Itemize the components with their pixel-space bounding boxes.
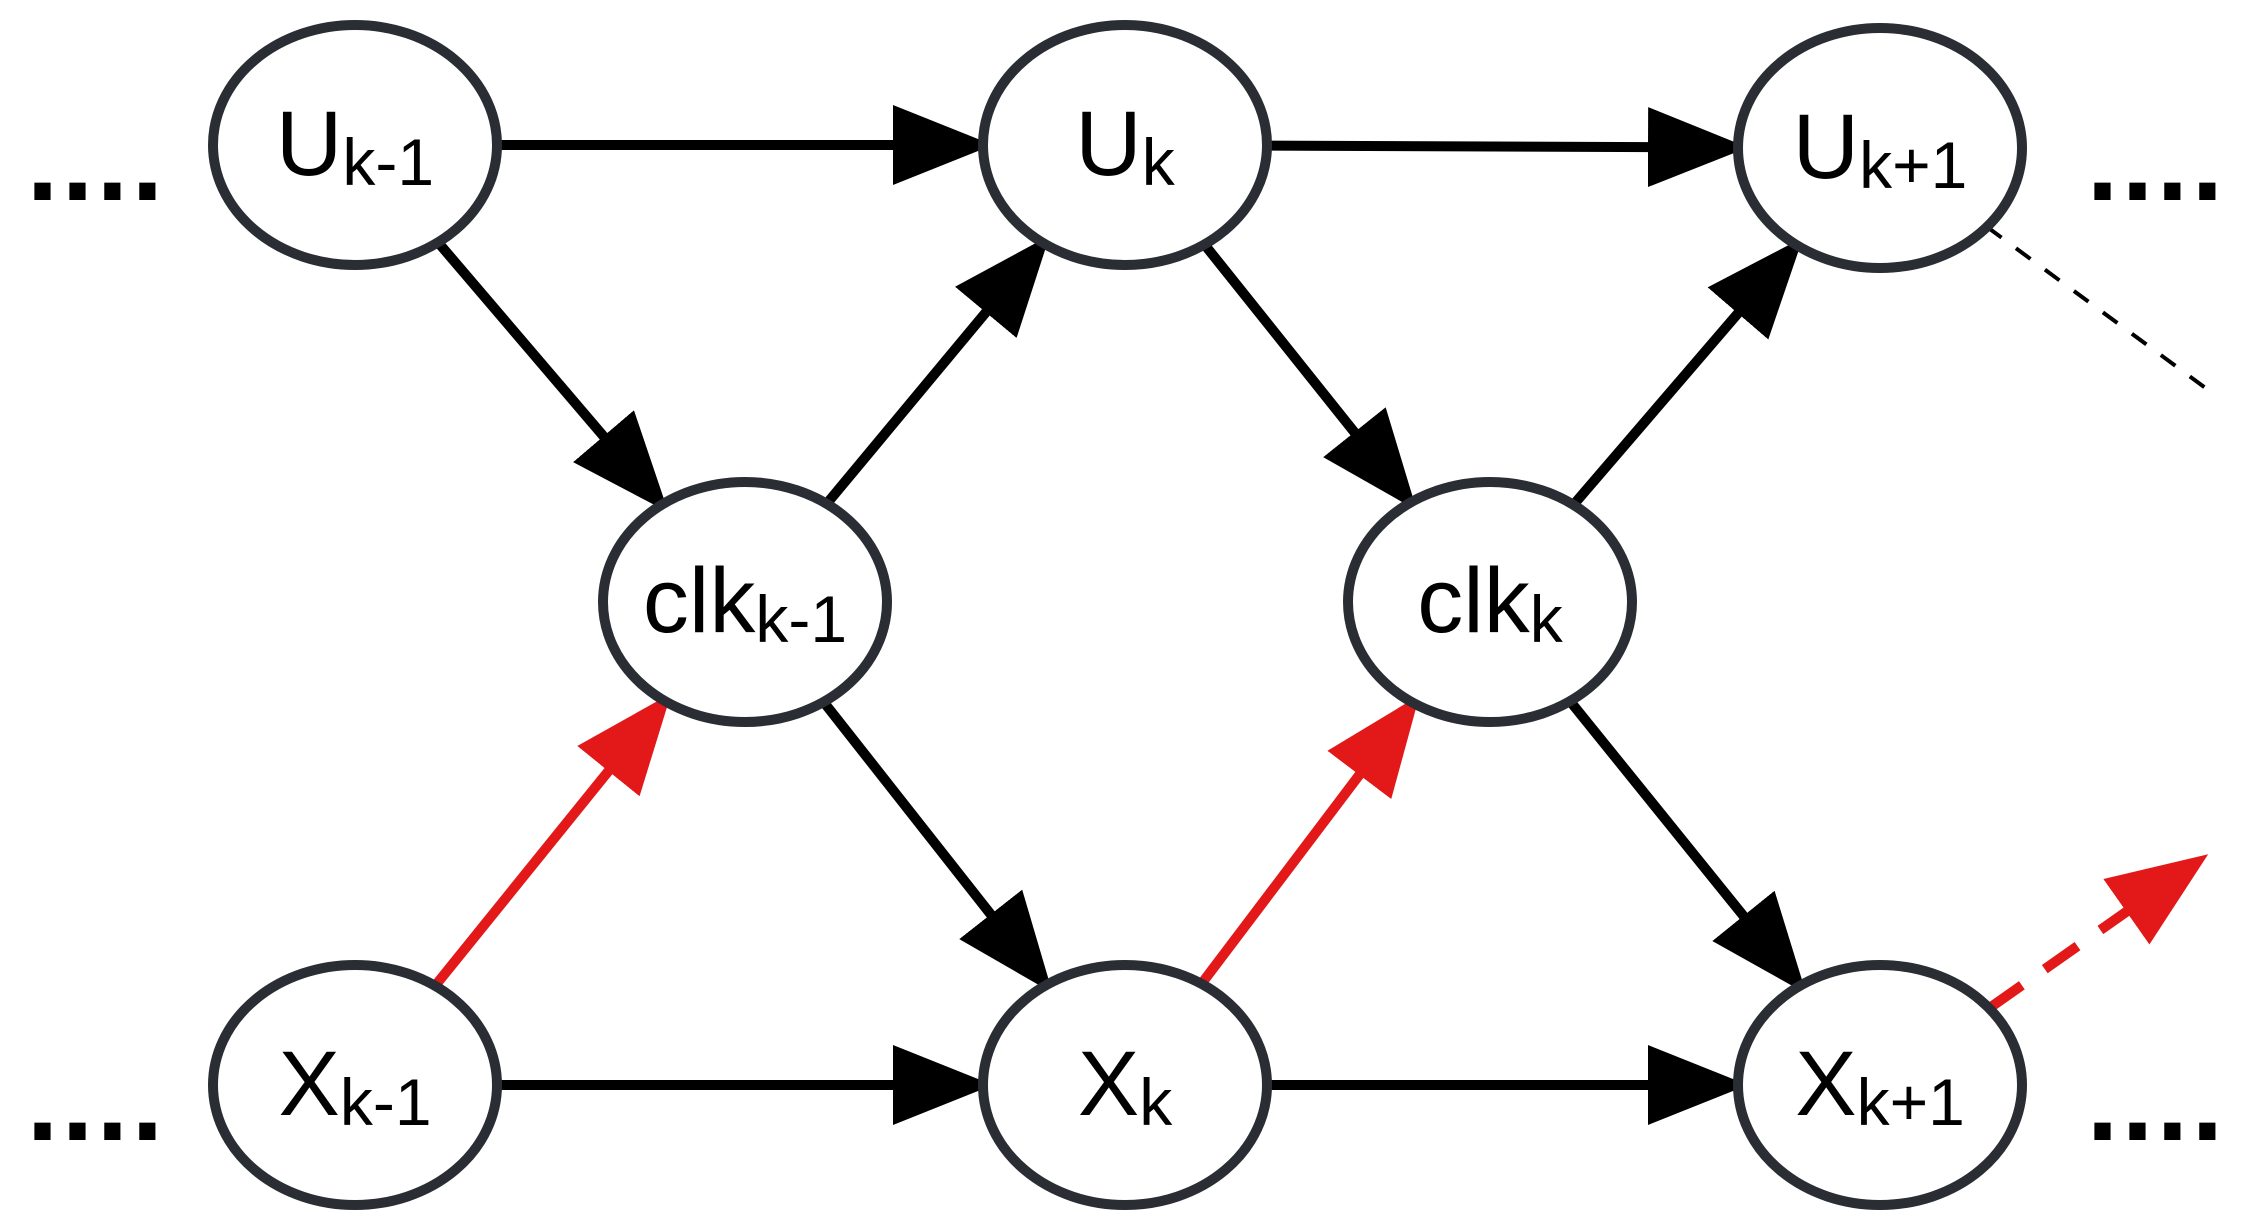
node-label-sub: k <box>1139 1065 1173 1139</box>
edge-x-k-to-clk-k <box>1197 695 1420 987</box>
node-ellipse <box>978 960 1272 1210</box>
node-ellipse <box>1343 477 1637 727</box>
node-clk-km1: clkk-1 <box>598 477 892 727</box>
node-label-main: U <box>276 93 342 195</box>
node-label-sub: k+1 <box>1857 1065 1965 1139</box>
node-label-main: clk <box>643 550 756 652</box>
edges <box>431 105 2217 1125</box>
node-ellipse <box>208 20 502 270</box>
node-label: clkk <box>1417 550 1563 656</box>
node-label: clkk-1 <box>643 550 847 656</box>
edge-x-km1-to-clk-km1 <box>431 693 672 990</box>
node-x-k: Xk <box>978 960 1272 1210</box>
node-ellipse <box>598 477 892 727</box>
ellipsis-top-left: .... <box>25 115 165 222</box>
edge-clk-k-to-x-kp1 <box>1566 697 1807 994</box>
node-label-sub: k-1 <box>755 582 847 656</box>
node-label: Uk-1 <box>276 93 434 199</box>
node-ellipse <box>1733 23 2027 273</box>
edge-clk-km1-to-u-k <box>822 235 1050 508</box>
node-label-sub: k-1 <box>342 125 434 199</box>
node-label: Xk-1 <box>278 1033 431 1139</box>
node-u-kp1: Uk+1 <box>1733 23 2027 273</box>
node-ellipse <box>978 20 1272 270</box>
node-clk-k: clkk <box>1343 477 1637 727</box>
node-label: Xk <box>1078 1033 1173 1139</box>
node-ellipse <box>208 960 502 1210</box>
node-label-main: U <box>1075 93 1141 195</box>
node-label-sub: k-1 <box>340 1065 432 1139</box>
node-label-sub: k <box>1530 582 1564 656</box>
ellipsis-top-right: .... <box>2085 115 2225 222</box>
node-x-km1: Xk-1 <box>208 960 502 1210</box>
edge-u-km1-to-clk-km1 <box>434 239 669 513</box>
node-label-main: X <box>1795 1033 1856 1135</box>
node-label-sub: k <box>1142 125 1176 199</box>
edge-u-k-to-clk-k <box>1200 241 1417 511</box>
node-u-km1: Uk-1 <box>208 20 502 270</box>
edge-clk-k-to-u-kp1 <box>1569 237 1804 509</box>
node-u-k: Uk <box>978 20 1272 270</box>
continuation-edge-u-kp1 <box>1985 225 2217 397</box>
node-label: Xk+1 <box>1795 1033 1965 1139</box>
node-x-kp1: Xk+1 <box>1733 960 2027 1210</box>
edge-u-k-to-u-kp1 <box>1266 107 1749 188</box>
continuation-edge-x-kp1 <box>1986 854 2209 1013</box>
node-label-sub: k+1 <box>1859 128 1967 202</box>
ellipsis-bottom-left: .... <box>25 1055 165 1162</box>
ellipsis-bottom-right: .... <box>2085 1055 2225 1162</box>
node-label-main: clk <box>1417 550 1530 652</box>
node-label: Uk <box>1075 93 1175 199</box>
node-label-main: X <box>278 1033 339 1135</box>
node-ellipse <box>1733 960 2027 1210</box>
edge-clk-km1-to-x-k <box>819 698 1053 993</box>
node-label-main: U <box>1793 96 1859 198</box>
node-label-main: X <box>1078 1033 1139 1135</box>
node-label: Uk+1 <box>1793 96 1968 202</box>
